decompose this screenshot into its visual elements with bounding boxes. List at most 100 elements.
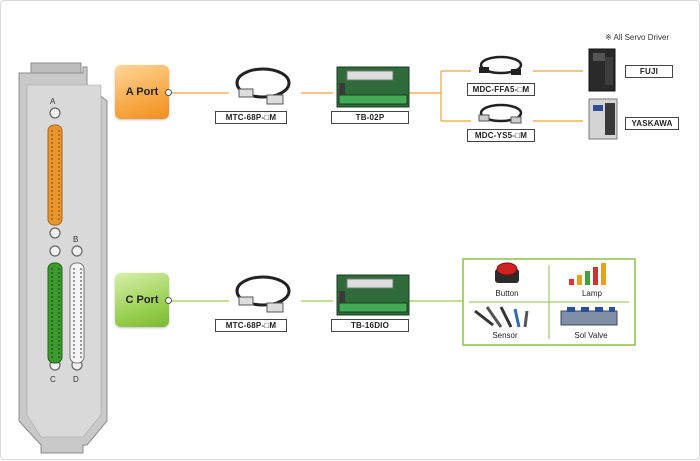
connector-pin	[58, 170, 60, 172]
connector-pin	[51, 300, 53, 302]
connector-pin	[51, 352, 53, 354]
connector-pin	[51, 174, 53, 176]
connector-pin	[73, 352, 75, 354]
connector-pin	[51, 356, 53, 358]
lamp-device-image	[569, 263, 606, 285]
connector-pin	[58, 312, 60, 314]
connector-pin	[73, 348, 75, 350]
connector-pin	[51, 170, 53, 172]
c-cable-label: MTC-68P-□M	[215, 319, 287, 332]
connector-pin	[73, 312, 75, 314]
connector-pin	[58, 134, 60, 136]
connector-pin	[51, 288, 53, 290]
connector-pin	[58, 288, 60, 290]
connector-pin	[58, 166, 60, 168]
connector-pin	[58, 272, 60, 274]
connector-pin	[73, 332, 75, 334]
connector-pin	[51, 320, 53, 322]
connector-pin	[51, 158, 53, 160]
button-label: Button	[495, 289, 519, 298]
connector-pin	[58, 138, 60, 140]
connector-pin	[51, 296, 53, 298]
connector-pin	[51, 182, 53, 184]
connector-pin	[58, 174, 60, 176]
connector-pin	[51, 210, 53, 212]
connector-pin	[73, 344, 75, 346]
connector-pin	[58, 344, 60, 346]
connector-pin	[58, 304, 60, 306]
connector-pin	[58, 130, 60, 132]
connector-pin	[80, 352, 82, 354]
connector-pin	[80, 324, 82, 326]
sensor-device-image	[474, 306, 529, 328]
connector-pin	[73, 296, 75, 298]
connector-pin	[58, 356, 60, 358]
connector-pin	[58, 198, 60, 200]
connector-pin	[51, 284, 53, 286]
connector-pin	[51, 134, 53, 136]
connector-pin	[58, 328, 60, 330]
connector-pin	[58, 348, 60, 350]
connector-pin	[73, 280, 75, 282]
connector-pin	[51, 194, 53, 196]
connector-pin	[58, 268, 60, 270]
tb-02p-board-image	[336, 66, 410, 108]
connector-pin	[51, 186, 53, 188]
connector-pin	[51, 206, 53, 208]
connector-pin	[51, 138, 53, 140]
a-port-label: A Port	[125, 86, 159, 98]
connector-pin	[80, 312, 82, 314]
connector-pin	[73, 288, 75, 290]
connector-pin	[58, 276, 60, 278]
connector-pin	[73, 356, 75, 358]
connector-pin	[80, 288, 82, 290]
connector-pin	[51, 268, 53, 270]
connector-pin	[51, 178, 53, 180]
yaskawa-servo-driver-image	[588, 98, 618, 140]
connector-pin	[51, 162, 53, 164]
fuji-servo-driver-image	[588, 48, 616, 92]
connector-pin	[58, 336, 60, 338]
connector-pin	[80, 292, 82, 294]
connector-pin	[51, 154, 53, 156]
connector-pin	[51, 198, 53, 200]
connector-pin	[58, 214, 60, 216]
connector-pin	[58, 206, 60, 208]
connector-pin	[51, 308, 53, 310]
sol-valve-device-image	[560, 307, 618, 326]
pci-bracket	[18, 62, 108, 454]
connector-pin	[73, 328, 75, 330]
connector-pin	[58, 186, 60, 188]
connector-pin	[51, 332, 53, 334]
connector-pin	[58, 162, 60, 164]
connector-pin	[58, 316, 60, 318]
connector-pin	[51, 348, 53, 350]
connector-pin	[80, 276, 82, 278]
connector-pin	[73, 304, 75, 306]
connector-pin	[58, 154, 60, 156]
connector-pin	[51, 340, 53, 342]
connector-pin	[51, 146, 53, 148]
connector-pin	[73, 268, 75, 270]
connector-pin	[73, 320, 75, 322]
bracket-letter-c: C	[50, 375, 56, 384]
connector-pin	[58, 340, 60, 342]
connector-pin	[58, 190, 60, 192]
connector-pin	[58, 280, 60, 282]
connector-pin	[51, 142, 53, 144]
c-port-dot	[165, 297, 172, 304]
connector-pin	[80, 280, 82, 282]
connector-pin	[51, 130, 53, 132]
connector-pin	[58, 292, 60, 294]
connector-pin	[58, 324, 60, 326]
mdc-ffa5-cable-image	[479, 55, 523, 75]
connector-pin	[51, 324, 53, 326]
connector-pin	[58, 150, 60, 152]
connector-pin	[73, 340, 75, 342]
sol-valve-label: Sol Valve	[574, 331, 608, 340]
connector-pin	[51, 218, 53, 220]
connector-pin	[58, 308, 60, 310]
connector-pin	[80, 308, 82, 310]
connector-pin	[51, 292, 53, 294]
